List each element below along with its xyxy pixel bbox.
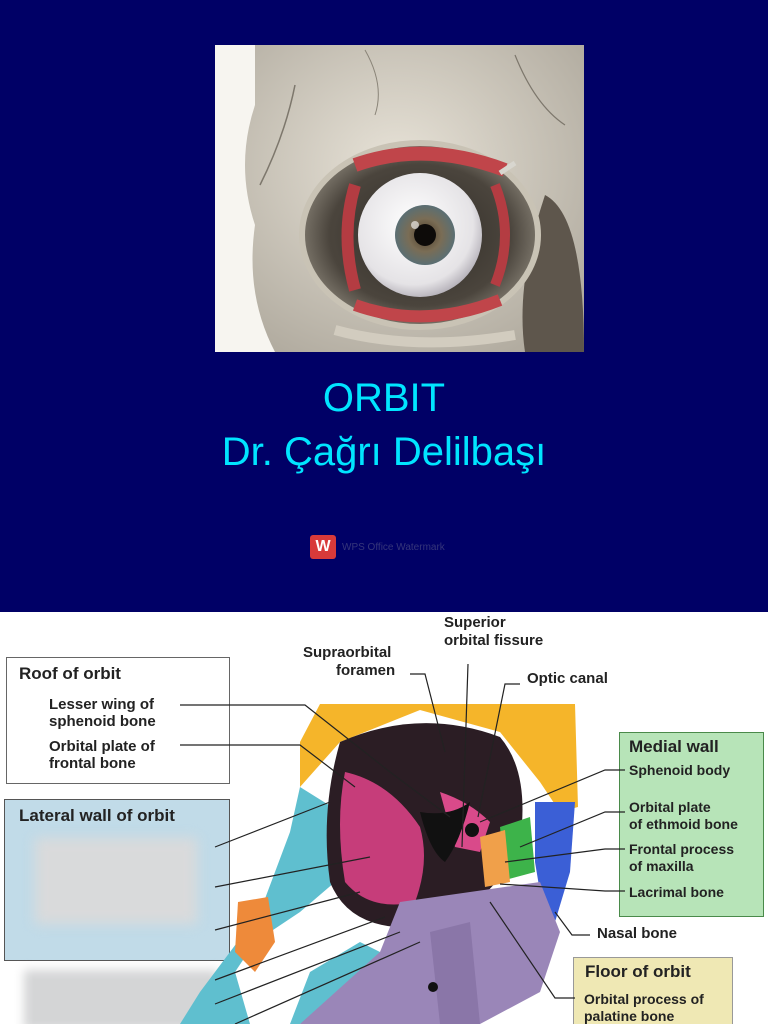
medial-item-maxilla-2: of maxilla bbox=[629, 859, 694, 874]
supraorbital-label-1: Supraorbital bbox=[303, 645, 391, 661]
optic-canal-label: Optic canal bbox=[527, 671, 608, 687]
title-slide: ORBIT Dr. Çağrı Delilbaşı W WPS Office W… bbox=[0, 0, 768, 612]
orbit-bones-slide: Roof of orbit Lesser wing of sphenoid bo… bbox=[0, 612, 768, 1024]
medial-item-ethmoid-2: of ethmoid bone bbox=[629, 817, 738, 832]
slide-title: ORBIT bbox=[0, 378, 768, 418]
roof-item-orbital-plate-2: frontal bone bbox=[49, 756, 136, 772]
medial-item-sphenoid-body: Sphenoid body bbox=[629, 763, 730, 778]
floor-of-orbit-heading: Floor of orbit bbox=[585, 963, 691, 981]
wps-watermark: W WPS Office Watermark bbox=[310, 535, 445, 559]
superior-fissure-label-1: Superior bbox=[444, 615, 506, 631]
medial-item-maxilla-1: Frontal process bbox=[629, 842, 734, 857]
floor-item-palatine-2: palatine bone bbox=[584, 1009, 674, 1024]
supraorbital-label-2: foramen bbox=[336, 663, 395, 679]
medial-item-ethmoid-1: Orbital plate bbox=[629, 800, 711, 815]
medial-item-lacrimal: Lacrimal bone bbox=[629, 885, 724, 900]
wps-logo-icon: W bbox=[310, 535, 336, 559]
nasal-bone-label: Nasal bone bbox=[597, 926, 677, 942]
presenter-name: Dr. Çağrı Delilbaşı bbox=[0, 432, 768, 472]
roof-item-lesser-wing-1: Lesser wing of bbox=[49, 697, 154, 713]
roof-item-orbital-plate-1: Orbital plate of bbox=[49, 739, 155, 755]
watermark-text: WPS Office Watermark bbox=[342, 542, 445, 553]
lateral-wall-heading: Lateral wall of orbit bbox=[19, 807, 175, 825]
roof-heading: Roof of orbit bbox=[19, 665, 121, 683]
roof-item-lesser-wing-2: sphenoid bone bbox=[49, 714, 156, 730]
medial-wall-heading: Medial wall bbox=[629, 738, 719, 756]
superior-fissure-label-2: orbital fissure bbox=[444, 633, 543, 649]
floor-item-palatine-1: Orbital process of bbox=[584, 992, 704, 1007]
eye-in-orbit-illustration bbox=[215, 45, 584, 352]
